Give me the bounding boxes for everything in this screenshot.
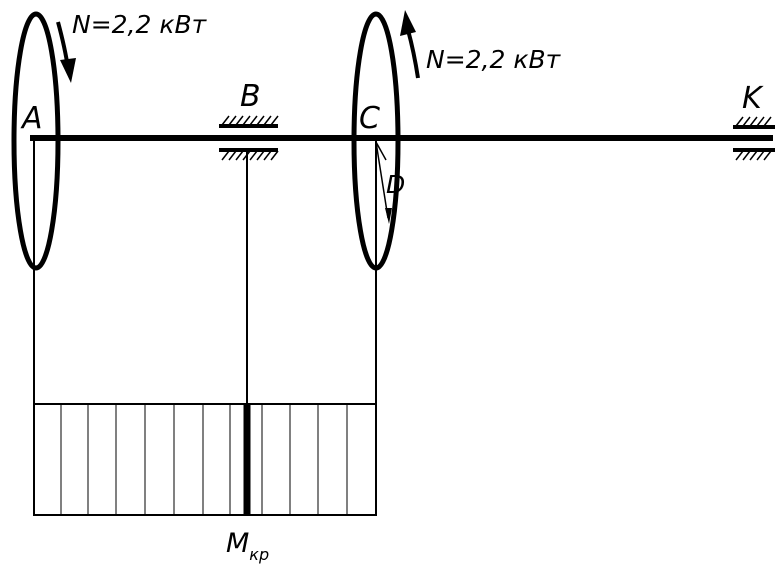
radius-arrow-cd	[375, 141, 392, 224]
torque-symbol: M	[226, 528, 249, 559]
point-label-k: K	[742, 81, 764, 116]
power-label-c: N=2,2 кВт	[426, 45, 562, 74]
pulley-a	[11, 11, 61, 271]
torque-arrow-c	[400, 10, 420, 79]
point-label-b: B	[240, 79, 261, 114]
torque-diagram-box	[33, 403, 377, 516]
torque-subscript: кр	[249, 545, 269, 564]
bearing-k	[733, 116, 775, 161]
power-label-a: N=2,2 кВт	[72, 10, 208, 39]
bearing-b	[219, 115, 279, 161]
point-label-c: C	[359, 101, 380, 136]
point-label-d: D	[386, 170, 405, 199]
point-label-a: A	[20, 101, 43, 136]
torque-label: Mкр	[226, 528, 269, 564]
torque-arrow-a	[56, 21, 76, 83]
torque-diagram-hatching	[60, 404, 348, 515]
